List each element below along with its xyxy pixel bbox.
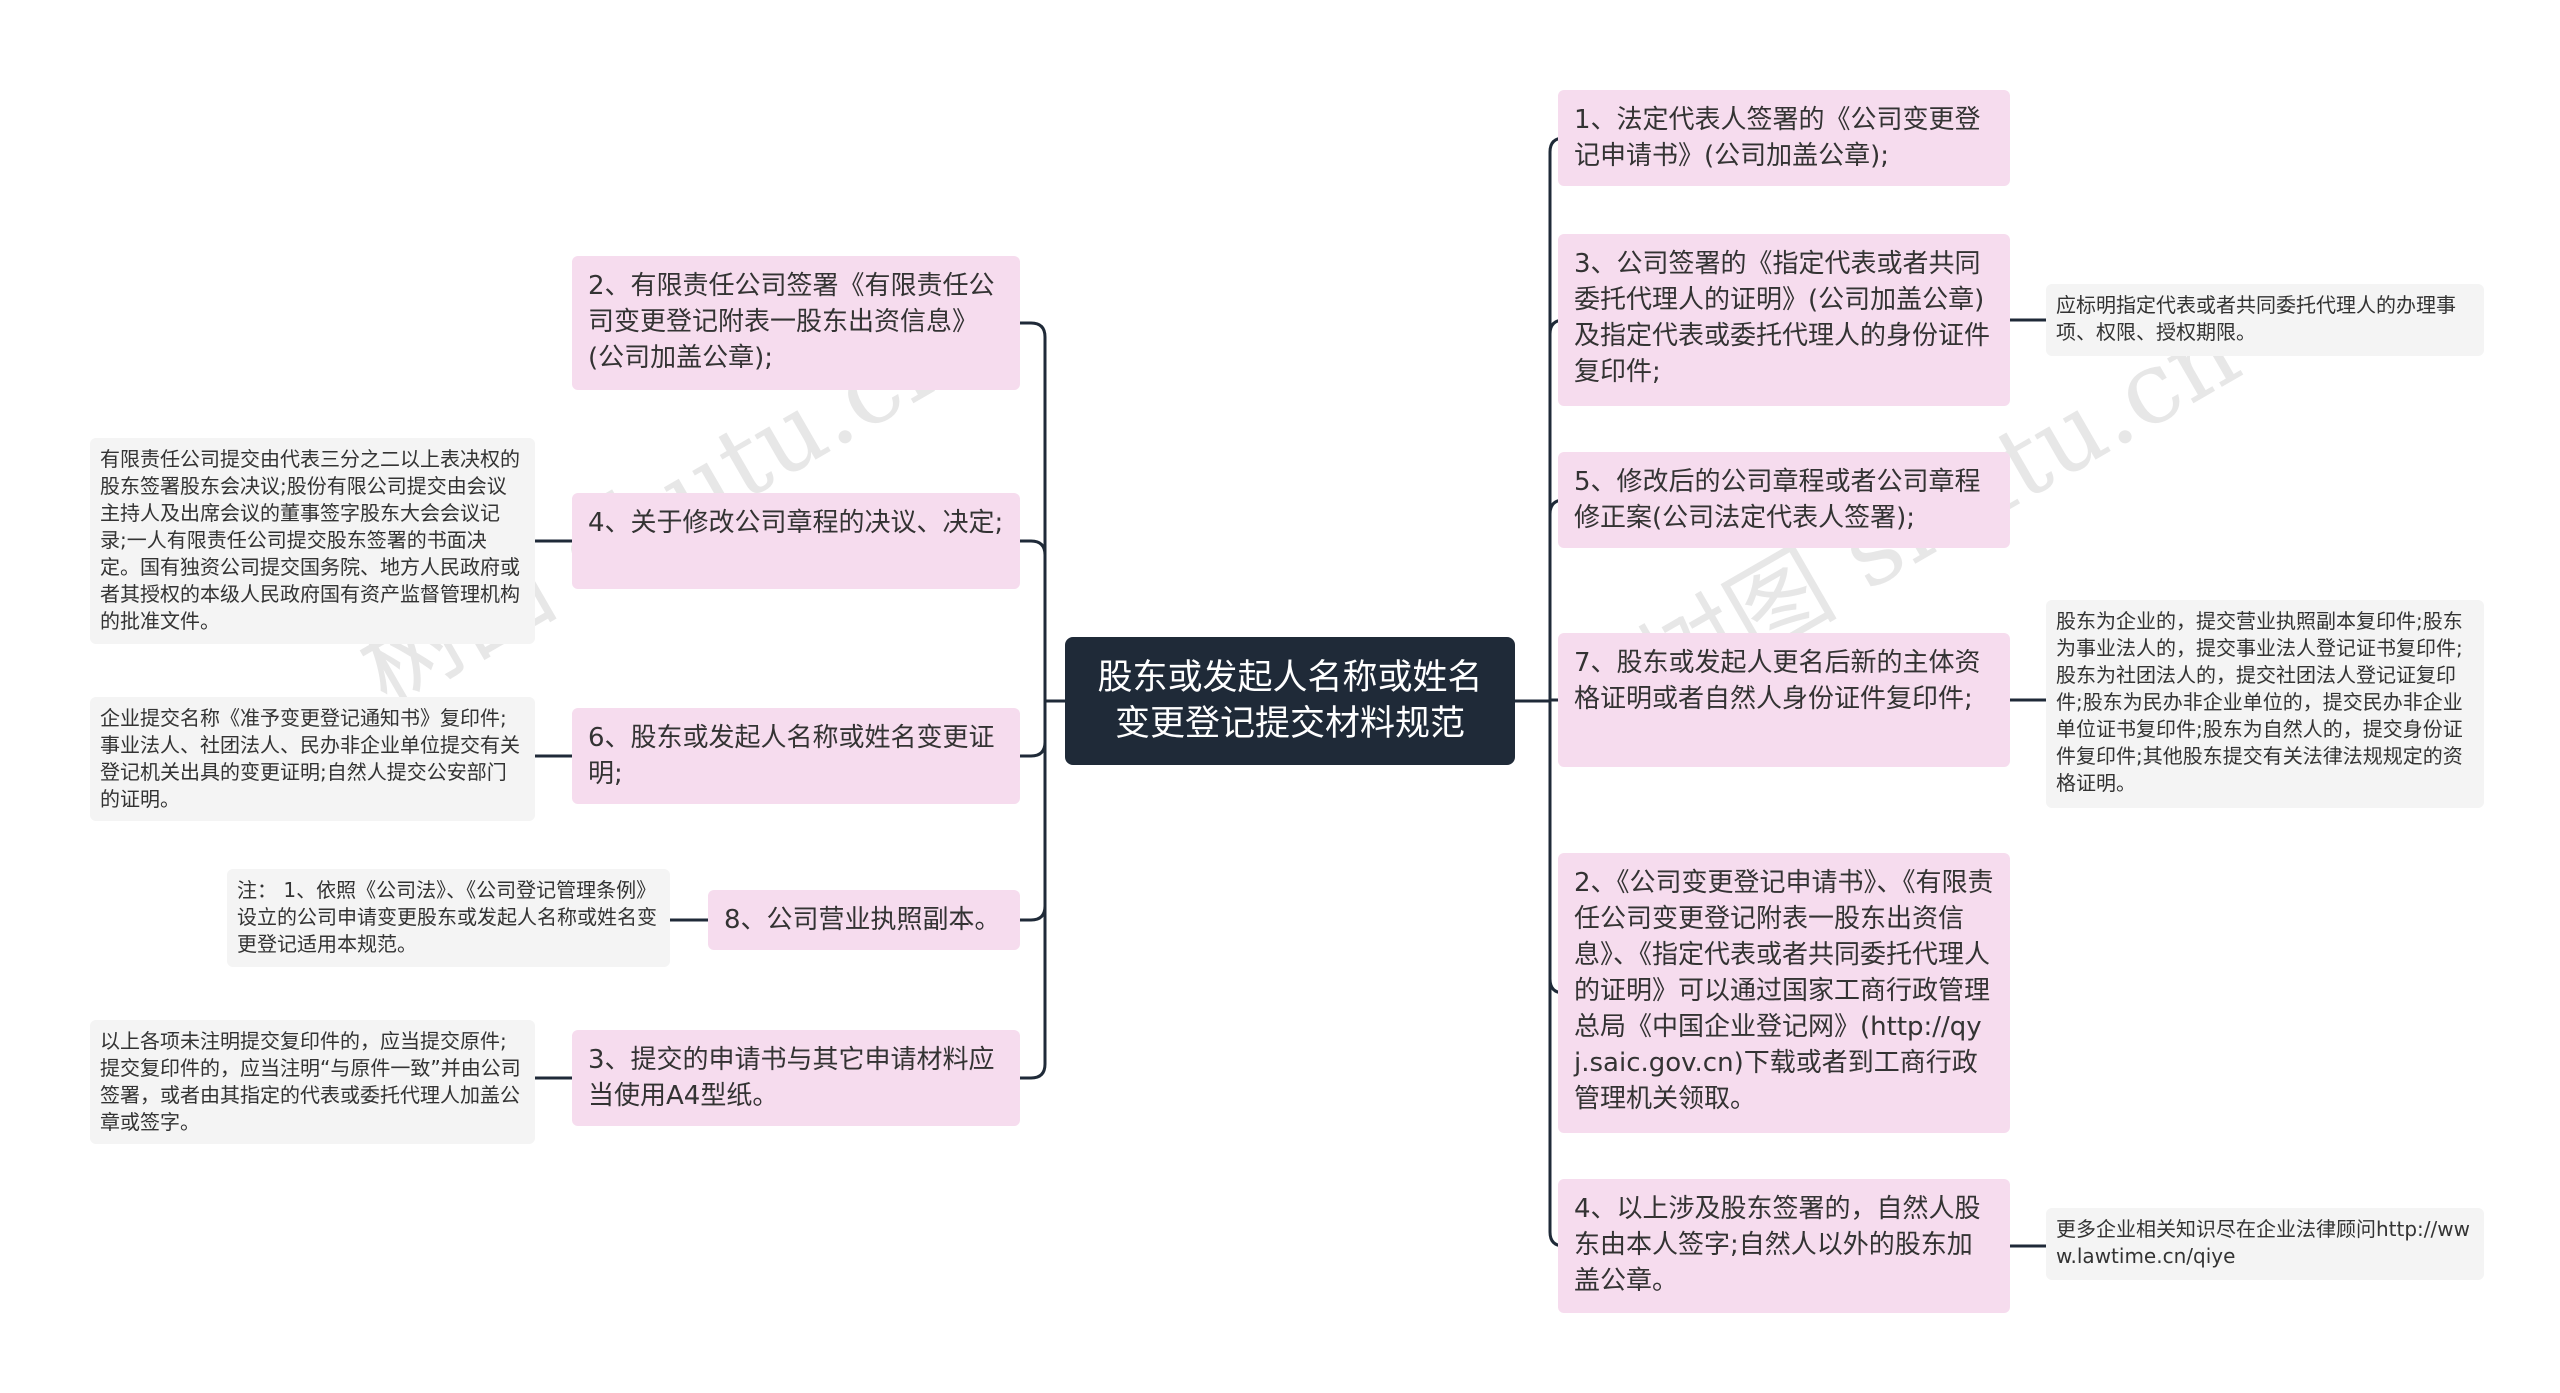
- right-branch-topic[interactable]: 5、修改后的公司章程或者公司章程修正案(公司法定代表人签署);: [1558, 452, 2010, 548]
- right-branch-topic[interactable]: 4、以上涉及股东签署的，自然人股东由本人签字;自然人以外的股东加盖公章。: [1558, 1179, 2010, 1313]
- left-branch-topic[interactable]: 2、有限责任公司签署《有限责任公司变更登记附表一股东出资信息》(公司加盖公章);: [572, 256, 1020, 390]
- branch-label: 2、有限责任公司签署《有限责任公司变更登记附表一股东出资信息》(公司加盖公章);: [588, 271, 995, 373]
- left-branch-topic[interactable]: 3、提交的申请书与其它申请材料应当使用A4型纸。: [572, 1030, 1020, 1126]
- connector-left-branch: [1020, 701, 1047, 758]
- branch-label: 3、提交的申请书与其它申请材料应当使用A4型纸。: [588, 1045, 995, 1111]
- branch-label: 3、公司签署的《指定代表或者共同委托代理人的证明》(公司加盖公章)及指定代表或委…: [1574, 249, 1991, 387]
- branch-label: 6、股东或发起人名称或姓名变更证明;: [588, 723, 995, 789]
- branch-label: 8、公司营业执照副本。: [724, 905, 1001, 935]
- note-text: 股东为企业的，提交营业执照副本复印件;股东为事业法人的，提交事业法人登记证书复印…: [2056, 609, 2463, 795]
- left-branch-topic[interactable]: 4、关于修改公司章程的决议、决定;: [572, 493, 1020, 589]
- central-topic[interactable]: 股东或发起人名称或姓名变更登记提交材料规范: [1065, 637, 1515, 765]
- connector-left-branch: [1020, 539, 1047, 701]
- connector-left-branch: [1020, 321, 1047, 701]
- note-text: 企业提交名称《准予变更登记通知书》复印件;事业法人、社团法人、民办非企业单位提交…: [100, 706, 520, 811]
- left-note[interactable]: 注： 1、依照《公司法》、《公司登记管理条例》设立的公司申请变更股东或发起人名称…: [227, 869, 670, 967]
- branch-label: 1、法定代表人签署的《公司变更登记申请书》(公司加盖公章);: [1574, 105, 1981, 171]
- connector-right-branch: [1548, 136, 1565, 701]
- left-note[interactable]: 有限责任公司提交由代表三分之二以上表决权的股东签署股东会决议;股份有限公司提交由…: [90, 438, 535, 644]
- note-text: 有限责任公司提交由代表三分之二以上表决权的股东签署股东会决议;股份有限公司提交由…: [100, 447, 520, 633]
- right-note[interactable]: 更多企业相关知识尽在企业法律顾问http://www.lawtime.cn/qi…: [2046, 1208, 2484, 1280]
- note-text: 注： 1、依照《公司法》、《公司登记管理条例》设立的公司申请变更股东或发起人名称…: [237, 878, 657, 956]
- branch-label: 2、《公司变更登记申请书》、《有限责任公司变更登记附表一股东出资信息》、《指定代…: [1574, 868, 1994, 1114]
- right-branch-topic[interactable]: 2、《公司变更登记申请书》、《有限责任公司变更登记附表一股东出资信息》、《指定代…: [1558, 853, 2010, 1133]
- right-note[interactable]: 应标明指定代表或者共同委托代理人的办理事项、权限、授权期限。: [2046, 284, 2484, 356]
- connector-left-branch: [1020, 701, 1047, 922]
- branch-label: 4、关于修改公司章程的决议、决定;: [588, 508, 1004, 538]
- right-branch-topic[interactable]: 3、公司签署的《指定代表或者共同委托代理人的证明》(公司加盖公章)及指定代表或委…: [1558, 234, 2010, 406]
- central-topic-label: 股东或发起人名称或姓名变更登记提交材料规范: [1097, 658, 1483, 744]
- left-branch-topic[interactable]: 8、公司营业执照副本。: [708, 890, 1020, 950]
- note-text: 更多企业相关知识尽在企业法律顾问http://www.lawtime.cn/qi…: [2056, 1217, 2470, 1268]
- note-text: 以上各项未注明提交复印件的，应当提交原件;提交复印件的，应当注明“与原件一致”并…: [100, 1029, 521, 1134]
- left-note[interactable]: 以上各项未注明提交复印件的，应当提交原件;提交复印件的，应当注明“与原件一致”并…: [90, 1020, 535, 1144]
- branch-label: 4、以上涉及股东签署的，自然人股东由本人签字;自然人以外的股东加盖公章。: [1574, 1194, 1981, 1296]
- connector-left-branch: [1020, 701, 1047, 1080]
- branch-label: 5、修改后的公司章程或者公司章程修正案(公司法定代表人签署);: [1574, 467, 1981, 533]
- right-note[interactable]: 股东为企业的，提交营业执照副本复印件;股东为事业法人的，提交事业法人登记证书复印…: [2046, 600, 2484, 808]
- branch-label: 7、股东或发起人更名后新的主体资格证明或者自然人身份证件复印件;: [1574, 648, 1981, 714]
- left-note[interactable]: 企业提交名称《准予变更登记通知书》复印件;事业法人、社团法人、民办非企业单位提交…: [90, 697, 535, 821]
- left-branch-topic[interactable]: 6、股东或发起人名称或姓名变更证明;: [572, 708, 1020, 804]
- note-text: 应标明指定代表或者共同委托代理人的办理事项、权限、授权期限。: [2056, 293, 2456, 344]
- right-branch-topic[interactable]: 7、股东或发起人更名后新的主体资格证明或者自然人身份证件复印件;: [1558, 633, 2010, 767]
- right-branch-topic[interactable]: 1、法定代表人签署的《公司变更登记申请书》(公司加盖公章);: [1558, 90, 2010, 186]
